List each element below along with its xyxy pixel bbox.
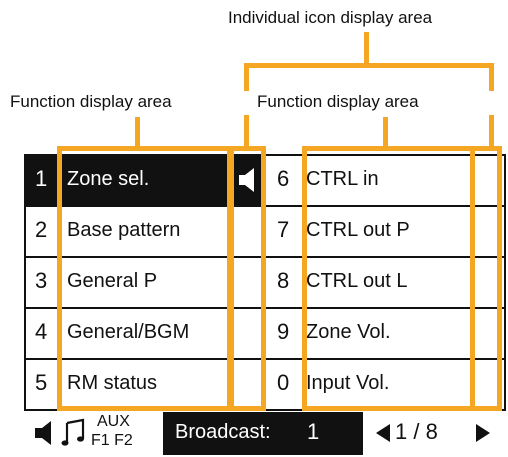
icon-cell-left: [232, 155, 263, 206]
broadcast-label: Broadcast:: [175, 421, 271, 443]
function-number: 1: [35, 166, 48, 191]
function-number: 7: [277, 217, 290, 242]
f1f2-label: F1 F2: [91, 432, 133, 449]
icon-area-label: Individual icon display area: [228, 8, 433, 27]
function-cell-right[interactable]: 0 Input Vol.: [263, 359, 473, 410]
function-name: General P: [67, 270, 158, 292]
icon-bracket-left: [244, 63, 249, 91]
function-cell-left[interactable]: 5 RM status: [25, 359, 232, 410]
function-number: 0: [277, 370, 290, 395]
function-cell-left[interactable]: 2 Base pattern: [25, 206, 232, 257]
arrow-right-icon[interactable]: [475, 423, 491, 448]
broadcast-value: 1: [307, 419, 320, 444]
icon-label-connector: [364, 32, 369, 66]
page-indicator: 1 / 8: [395, 419, 438, 444]
function-cell-right[interactable]: 8 CTRL out L: [263, 257, 473, 308]
function-name: Zone sel.: [67, 168, 150, 190]
function-number: 2: [35, 217, 48, 242]
function-name: Input Vol.: [306, 372, 390, 394]
function-number: 5: [35, 370, 48, 395]
function-name: CTRL out P: [306, 219, 410, 241]
icon-area-left-box: [229, 146, 266, 411]
function-number: 8: [277, 268, 290, 293]
icon-bracket-right-lower: [489, 115, 494, 150]
speaker-icon: [239, 168, 254, 192]
function-number: 4: [35, 319, 48, 344]
function-cell-right[interactable]: 6 CTRL in: [263, 155, 473, 206]
arrow-left-icon[interactable]: [375, 423, 391, 448]
function-cell-left[interactable]: 3 General P: [25, 257, 232, 308]
icon-bracket-right: [489, 63, 494, 91]
function-number: 9: [277, 319, 290, 344]
function-area-right-box: [302, 146, 475, 411]
function-area-right-label: Function display area: [257, 92, 419, 111]
speaker-icon: [33, 419, 59, 452]
grid-line: [504, 154, 506, 411]
aux-label: AUX: [97, 413, 130, 430]
function-area-left-box: [57, 146, 232, 411]
function-name: Base pattern: [67, 219, 181, 241]
function-left-connector: [135, 117, 140, 150]
function-name: CTRL in: [306, 168, 379, 190]
function-name: General/BGM: [67, 321, 190, 343]
function-cell-left[interactable]: 4 General/BGM: [25, 308, 232, 359]
status-bar: AUX F1 F2 Broadcast: 1 1 / 8: [25, 412, 505, 455]
function-name: CTRL out L: [306, 270, 408, 292]
icon-bracket-left-lower: [244, 115, 249, 150]
grid-line: [24, 154, 26, 411]
function-number: 6: [277, 166, 290, 191]
function-cell-right[interactable]: 7 CTRL out P: [263, 206, 473, 257]
music-note-icon: [61, 418, 87, 453]
function-name: RM status: [67, 372, 158, 394]
function-name: Zone Vol.: [306, 321, 391, 343]
function-cell-right[interactable]: 9 Zone Vol.: [263, 308, 473, 359]
function-area-left-label: Function display area: [10, 92, 172, 111]
function-right-connector: [383, 117, 388, 150]
icon-label-bracket: [244, 63, 494, 68]
icon-area-right-box: [470, 146, 502, 411]
function-number: 3: [35, 268, 48, 293]
broadcast-indicator: Broadcast: 1: [163, 412, 363, 455]
